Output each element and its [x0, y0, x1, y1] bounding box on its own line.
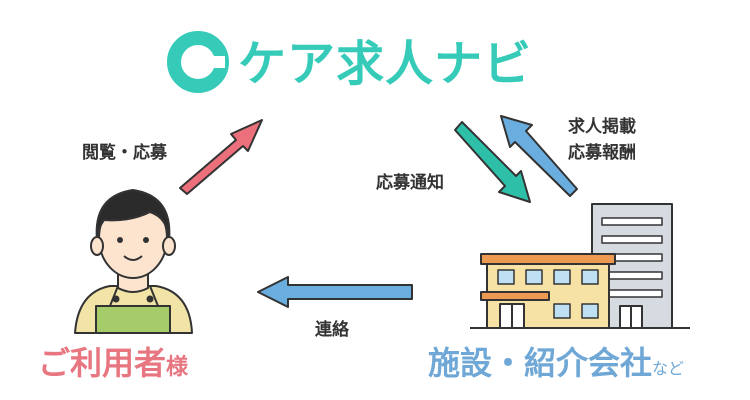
label-apply-fee: 応募報酬 [568, 143, 636, 163]
person-icon [74, 189, 193, 334]
label-job-post: 求人掲載 [568, 117, 636, 137]
role-user-main: ご利用者 [38, 344, 167, 382]
role-user-suffix: 様 [166, 355, 189, 380]
brand-logo-text: ケア求人ナビ [238, 36, 533, 92]
logo-c-icon [167, 31, 229, 93]
label-view-apply: 閲覧・応募 [82, 143, 167, 163]
building-icon [470, 203, 690, 329]
arrow-view-apply [179, 119, 263, 195]
label-contact: 連絡 [315, 320, 349, 340]
arrow-job-post [500, 115, 578, 197]
role-user: ご利用者様 [38, 338, 188, 384]
role-facility-suffix: など [652, 359, 685, 378]
role-facility: 施設・紹介会社など [428, 338, 684, 384]
label-apply-notice: 応募通知 [376, 173, 444, 193]
arrow-apply-notice [454, 121, 531, 203]
arrow-contact [257, 276, 413, 308]
role-facility-main: 施設・紹介会社 [428, 344, 653, 382]
